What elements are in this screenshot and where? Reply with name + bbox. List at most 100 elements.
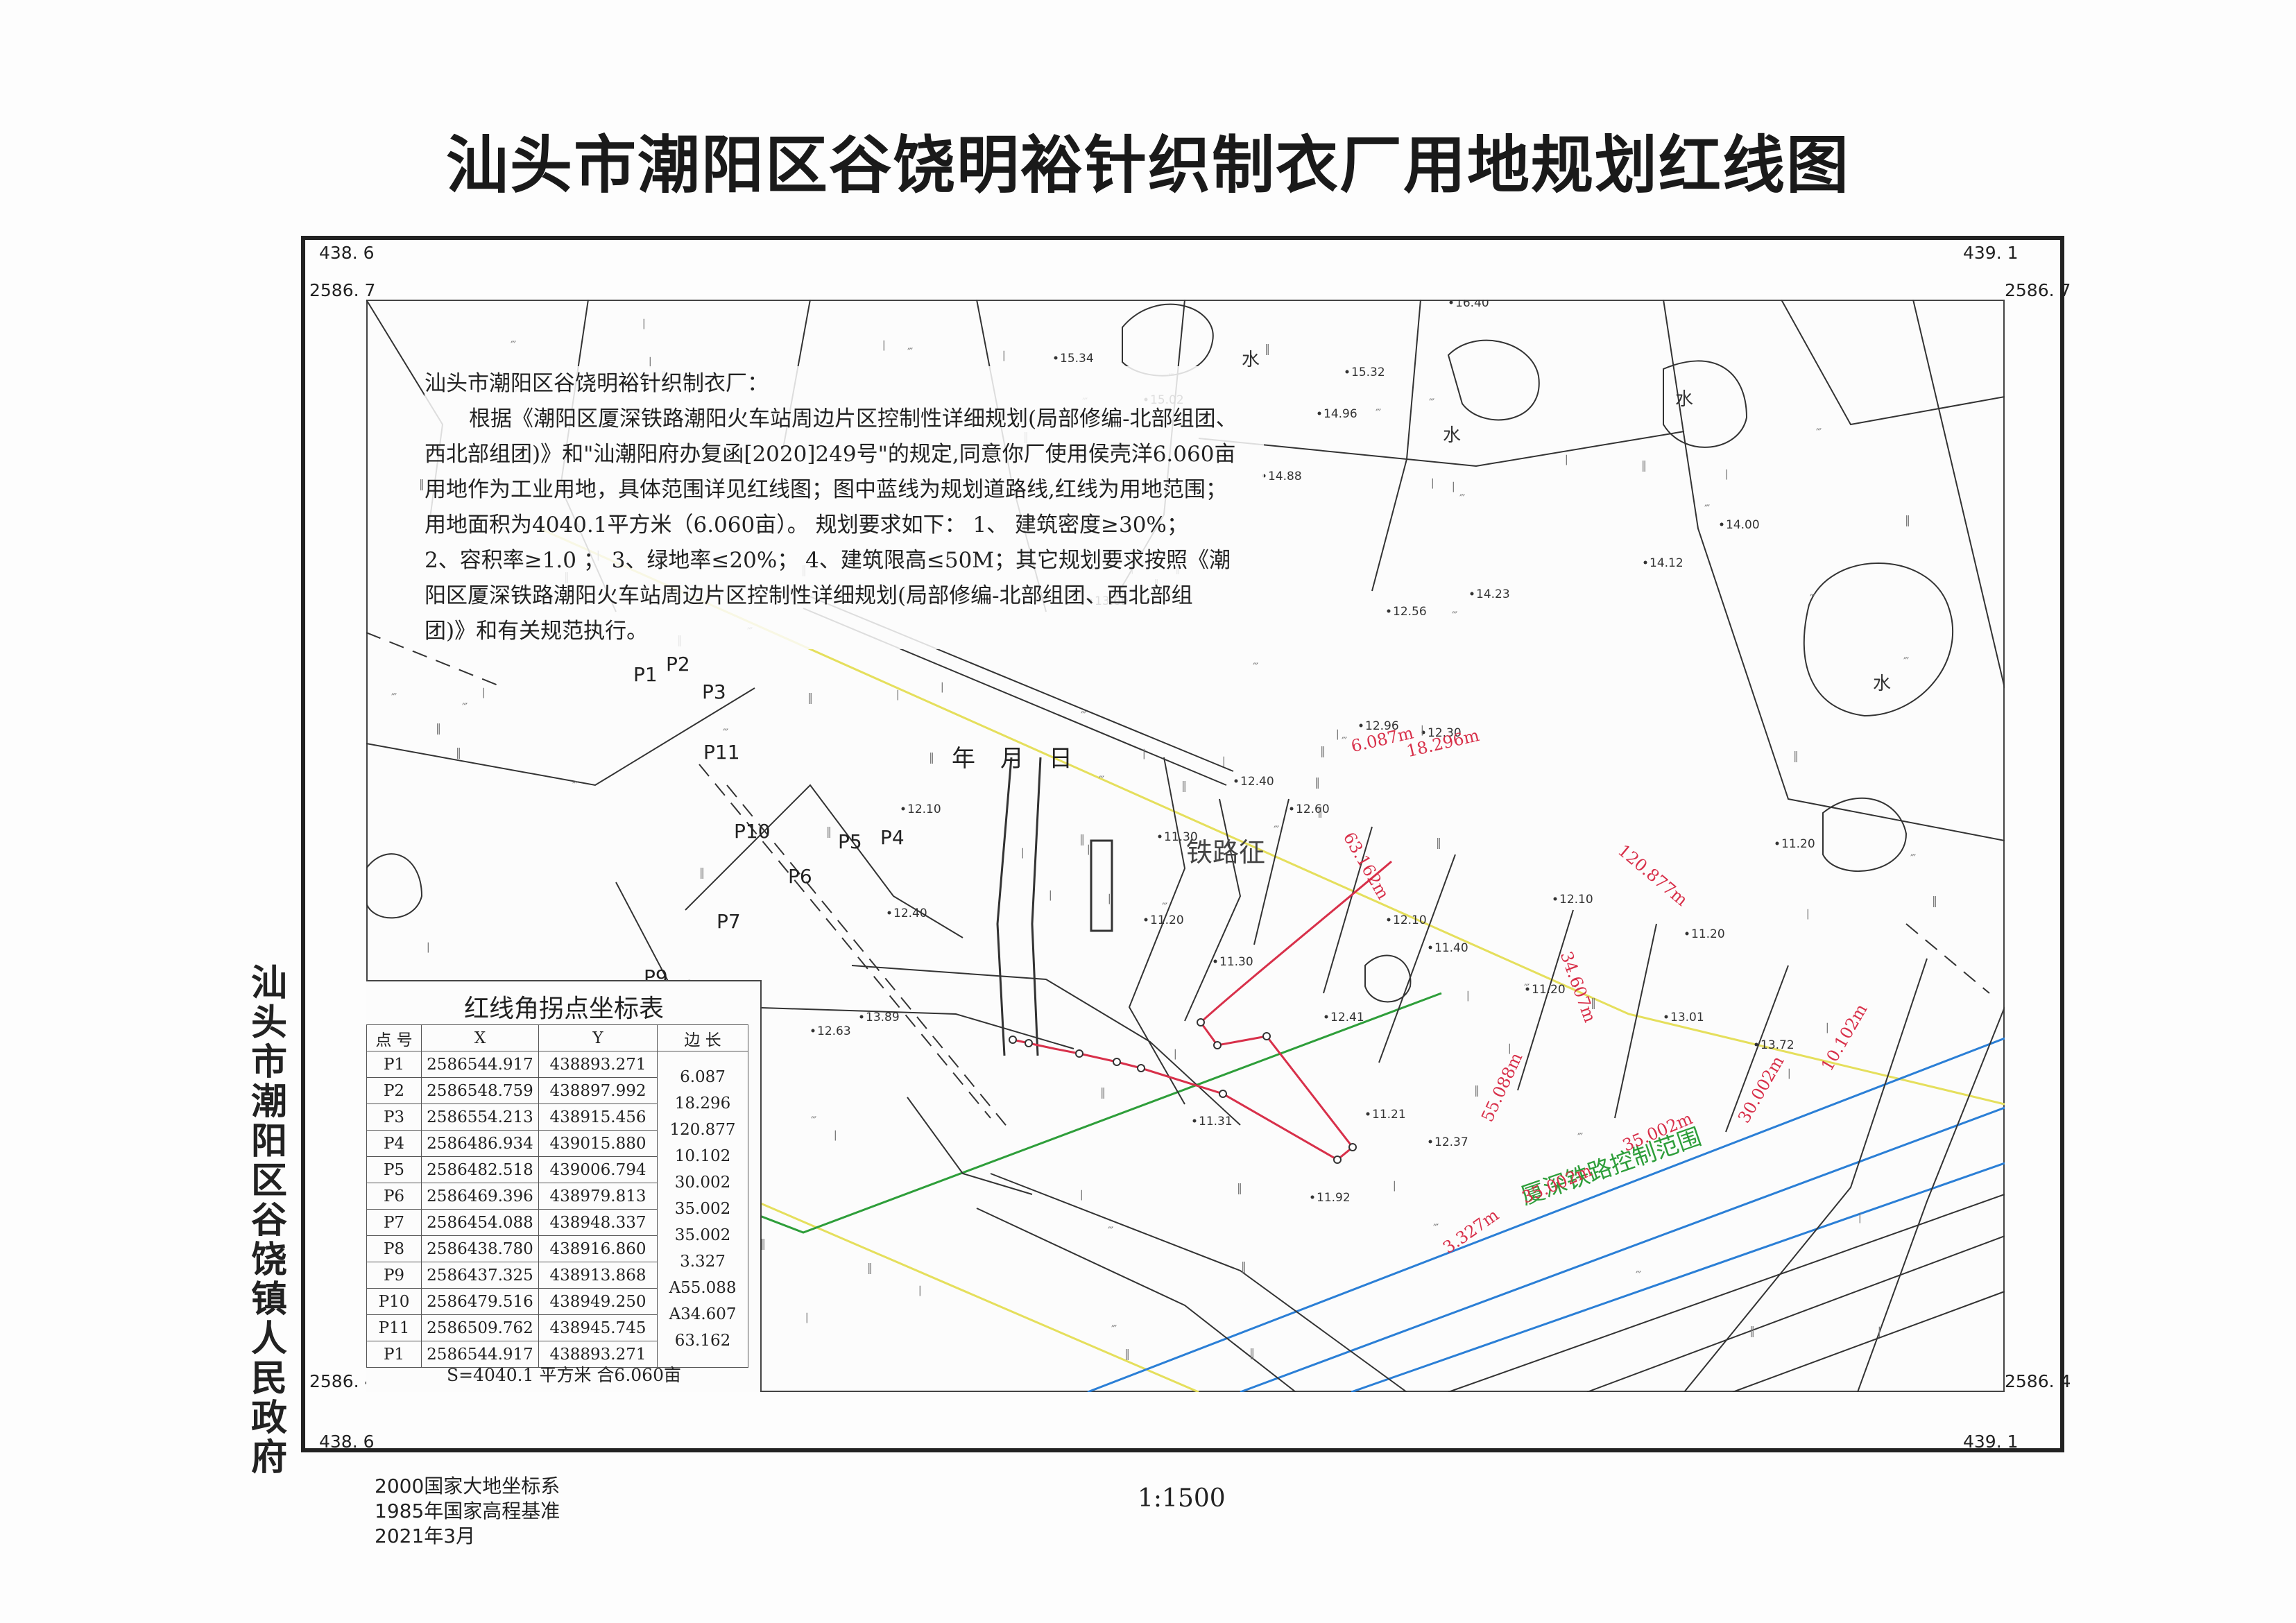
vegetation-symbol: ‴ (1162, 900, 1167, 913)
vegetation-symbol: ∣ (1080, 1189, 1083, 1202)
elevation-label: 12.10 (1559, 893, 1593, 907)
table-cell: 2586509.762 (421, 1314, 539, 1341)
table-cell: 2586469.396 (421, 1183, 539, 1210)
table-cell: 438893.271 (538, 1051, 658, 1078)
vegetation-symbol: ‖ (1237, 1181, 1242, 1194)
elevation-label: 16.40 (1455, 300, 1489, 310)
vegetation-symbol: ∣ (1806, 908, 1810, 921)
elevation-point (1775, 841, 1779, 845)
vegetation-symbol: ‖ (436, 721, 441, 735)
vegetation-symbol: ‖ (826, 825, 832, 838)
table-cell: P8 (366, 1235, 422, 1262)
vegetation-symbol: ‴ (511, 338, 516, 352)
table-header: 边 长 (657, 1024, 748, 1051)
vegetation-symbol: ‖ (1100, 1085, 1106, 1099)
elevation-point (1158, 834, 1162, 839)
table-cell: 2586554.213 (421, 1104, 539, 1131)
vegetation-symbol: ‖ (1241, 1260, 1246, 1273)
vegetation-symbol: ‴ (1253, 660, 1258, 673)
table-header: 点 号 (366, 1024, 422, 1051)
vegetation-symbol: ∣ (1878, 1325, 1881, 1339)
vegetation-symbol: ∣ (1336, 728, 1339, 741)
issuing-authority: 汕头市潮阳区谷饶镇人民政府 (248, 964, 290, 1478)
elevation-point (1643, 560, 1647, 565)
edge-length-cell: 10.102 (657, 1130, 748, 1169)
elevation-point (859, 1015, 864, 1019)
notice-line: 根据《潮阳区厦深铁路潮阳火车站周边片区控制性详细规划(局部修编-北部组团、 (469, 406, 1237, 431)
vegetation-symbol: ‴ (391, 691, 397, 704)
elevation-label: 14.96 (1323, 407, 1357, 421)
railway-acquire-label: 铁路征 (1186, 837, 1266, 868)
table-cell: 2586544.917 (421, 1341, 539, 1368)
vegetation-symbol: ‴ (1903, 655, 1909, 668)
boundary-point-marker (1025, 1039, 1033, 1047)
point-p1-label: P1 (633, 663, 658, 686)
elevation-point (1310, 1195, 1314, 1199)
vegetation-symbol: ‴ (1342, 735, 1347, 748)
elevation-label: 14.88 (1268, 470, 1302, 483)
vegetation-symbol: ∣ (882, 339, 886, 352)
elevation-point (887, 911, 891, 915)
boundary-point-marker (1219, 1090, 1227, 1098)
elevation-label: 14.12 (1650, 556, 1684, 570)
vegetation-symbol: ∣ (1826, 1022, 1829, 1035)
table-cell: 2586548.759 (421, 1077, 539, 1104)
vegetation-symbol: ∣ (482, 687, 486, 700)
corner-top-right-x: 2586. 7 (2005, 280, 2071, 300)
elevation-label: 11.30 (1219, 955, 1253, 969)
boundary-point-marker (1197, 1018, 1205, 1027)
boundary-point-labels: P1 P2 P11 P10 P6 P5 P4 P7 P8 P9 P3 (633, 653, 905, 999)
notice-line: 用地面积为4040.1平方米（6.060亩）。 规划要求如下： 1、 建筑密度≥… (425, 513, 1188, 538)
elevation-point (1290, 807, 1294, 811)
vegetation-symbol: ‴ (1433, 1221, 1439, 1235)
vegetation-symbol: ∣ (1858, 1212, 1862, 1225)
vegetation-symbol: ‖ (807, 691, 813, 704)
elevation-point (901, 807, 905, 811)
corner-bottom-left-y: 438. 6 (319, 1432, 375, 1452)
elevation-point (1213, 959, 1217, 963)
elevation-label: 11.21 (1372, 1108, 1406, 1122)
vegetation-symbol: ‖ (699, 866, 705, 879)
vegetation-symbol: ∣ (1002, 350, 1006, 363)
elevation-label: 12.40 (893, 907, 927, 920)
boundary-point-marker (1213, 1041, 1222, 1049)
table-cell: 438949.250 (538, 1288, 658, 1315)
elevation-point (1685, 931, 1689, 936)
point-p7-label: P7 (717, 910, 741, 933)
vegetation-symbol: ‖ (456, 746, 461, 759)
notice-line: 2、容积率≥1.0 ； 3、绿地率≤20%； 4、建筑限高≤50M；其它规划要求… (425, 548, 1231, 573)
elevation-point (1470, 592, 1474, 596)
vegetation-symbol: ‖ (1181, 779, 1187, 792)
table-cell: 438915.456 (538, 1104, 658, 1131)
coordinate-system-info: 2000国家大地坐标系 1985年国家高程基准 2021年3月 (375, 1474, 560, 1549)
vegetation-symbol: ∣ (1049, 889, 1052, 902)
vegetation-symbol: ‴ (1429, 396, 1434, 409)
vegetation-symbol: ‖ (1905, 513, 1910, 526)
point-p5-label: P5 (838, 830, 862, 853)
elevation-point (1192, 1119, 1197, 1123)
vegetation-symbol: ‴ (1081, 709, 1086, 722)
map-date: 2021年3月 (375, 1525, 476, 1547)
table-cell: P5 (366, 1156, 422, 1183)
vegetation-symbol: ‖ (1249, 1346, 1255, 1359)
elevation-label: 11.20 (1691, 927, 1725, 941)
table-cell: 2586437.325 (421, 1262, 539, 1289)
vegetation-symbol: ‴ (1577, 1131, 1583, 1144)
vegetation-symbol: ‴ (811, 1114, 816, 1127)
elevation-label: 13.72 (1760, 1038, 1794, 1052)
vegetation-symbol: ∣ (642, 318, 646, 331)
elevation-label: 11.92 (1317, 1191, 1351, 1205)
ditch-lines (996, 757, 1113, 1056)
elevation-label: 12.40 (1240, 775, 1274, 789)
table-header: X (421, 1024, 539, 1051)
vegetation-symbol: ‴ (1459, 492, 1465, 505)
elevation-point (1324, 1015, 1328, 1019)
notice-addressee: 汕头市潮阳区谷饶明裕针织制衣厂： (425, 371, 769, 396)
elevation-label: 11.20 (1781, 837, 1815, 851)
elevation-point (1754, 1042, 1758, 1047)
elevation-datum: 1985年国家高程基准 (375, 1500, 560, 1522)
elevation-point (1553, 897, 1557, 901)
vegetation-symbol: ‖ (1079, 832, 1085, 845)
